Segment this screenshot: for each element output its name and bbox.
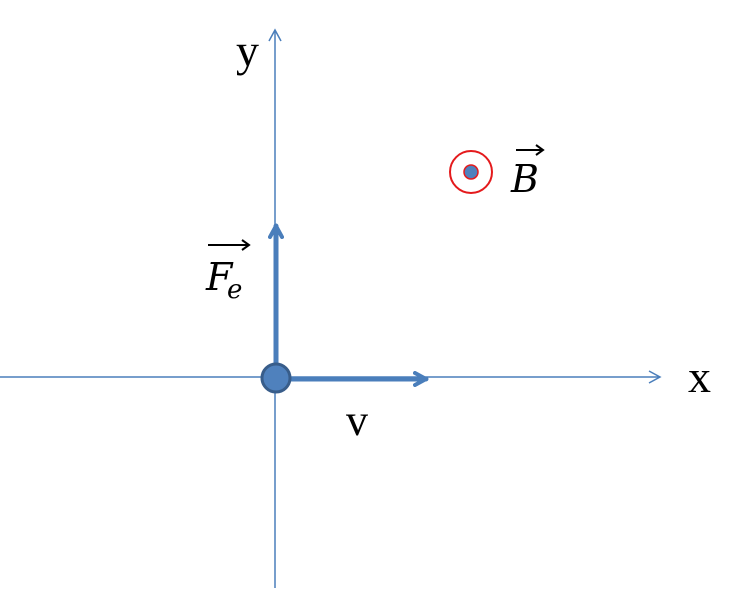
force-label-main: F (205, 255, 234, 299)
force-overbar-arrowhead (241, 239, 251, 251)
force-label: F e (205, 239, 251, 305)
velocity-label: v (346, 396, 368, 445)
field-label-text: B (510, 157, 539, 201)
force-label-subscript: e (227, 275, 242, 305)
out-of-page-icon (449, 150, 493, 194)
field-label: B (510, 144, 545, 201)
x-axis-label: x (688, 351, 711, 402)
field-overbar-arrowhead (535, 144, 545, 156)
y-axis-label: y (236, 25, 259, 76)
charge-dot-icon (260, 362, 292, 394)
